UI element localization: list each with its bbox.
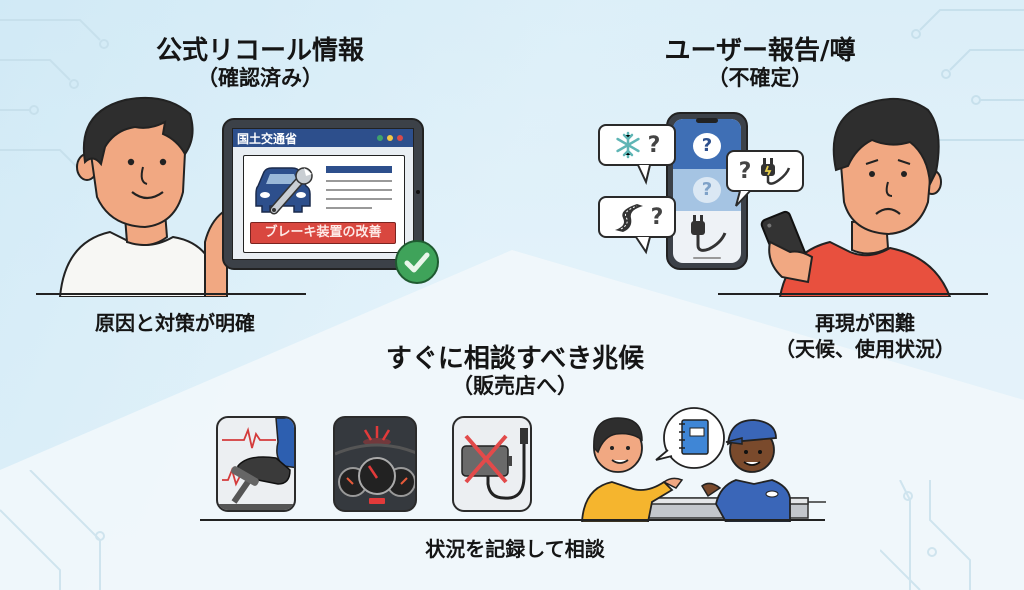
person-worried-illustration (760, 97, 952, 297)
symptom-tile-charger-failure (452, 416, 532, 512)
question-mark: ? (738, 158, 752, 184)
home-indicator (693, 257, 721, 259)
headline-bar (326, 166, 392, 173)
center-panel-caption: 状況を記録して相談 (425, 537, 605, 561)
right-panel-title: ユーザー報告/噂 (664, 36, 856, 66)
circuit-decoration-bottom-right (880, 480, 971, 590)
recall-banner: ブレーキ装置の改善 (250, 222, 396, 244)
center-panel-title: すぐに相談すべき兆候 (385, 344, 645, 374)
center-panel-heading: すぐに相談すべき兆候 （販売店へ） (320, 344, 710, 398)
website-header: 国土交通省 (233, 129, 413, 147)
circuit-decoration-bottom-left (0, 470, 105, 590)
center-panel-subtitle: （販売店へ） (452, 374, 578, 398)
tablet-screen: 国土交通省 ブレーキ装置の改善 (232, 128, 414, 260)
text-line (326, 189, 392, 191)
symptom-tile-warning-light (333, 416, 417, 512)
text-line (326, 198, 392, 200)
smartphone-device: ? ? (666, 112, 748, 270)
speech-bubble-charging: ? (726, 150, 804, 192)
left-panel-divider (36, 293, 306, 295)
recall-notice-card: ブレーキ装置の改善 (243, 155, 405, 253)
charger-cross-icon (461, 428, 528, 500)
right-panel-heading: ユーザー報告/噂 （不確定） (610, 36, 910, 90)
tablet-device: 国土交通省 ブレーキ装置の改善 (222, 118, 424, 270)
left-panel-heading: 公式リコール情報 （確認済み） (110, 36, 410, 90)
speech-bubble-weather: ? (598, 124, 676, 166)
dashboard-warning-icon (335, 426, 415, 504)
question-mark: ? (650, 204, 664, 230)
website-header-text: 国土交通省 (237, 132, 298, 146)
phone-notch (696, 118, 718, 123)
plug-icon (691, 215, 727, 252)
symptom-tile-brake-vibration (216, 416, 296, 512)
text-line (326, 180, 392, 182)
window-dot-green-icon (377, 135, 383, 141)
right-panel-caption-line2: （天候、使用状況） (775, 337, 955, 361)
tablet-camera (416, 190, 420, 194)
left-panel-subtitle: （確認済み） (197, 66, 323, 90)
text-line (326, 207, 372, 209)
question-bubble-icon: ? (693, 133, 721, 159)
plug-icon (761, 158, 791, 185)
winding-road-icon (614, 204, 643, 232)
person-confident-illustration (58, 96, 233, 297)
circuit-decoration-top-left (0, 19, 109, 171)
center-panel-divider (200, 519, 825, 521)
verified-checkmark-icon (395, 240, 439, 284)
right-panel-caption: 再現が困難 （天候、使用状況） (740, 310, 990, 362)
dealer-consultation-illustration (581, 407, 826, 522)
right-panel-subtitle: （不確定） (707, 66, 813, 90)
phone-message-1: ? (673, 119, 741, 169)
right-panel-divider (718, 293, 988, 295)
pedal-vibration-icon (218, 418, 294, 510)
question-mark: ? (647, 132, 661, 158)
car-wrench-icon (255, 167, 313, 215)
snowflake-icon (615, 131, 640, 159)
window-dot-red-icon (397, 135, 403, 141)
question-bubble-faded-icon: ? (693, 177, 721, 203)
window-dot-yellow-icon (387, 135, 393, 141)
left-panel-title: 公式リコール情報 (155, 36, 364, 66)
phone-screen: ? ? (673, 119, 741, 263)
bubble-tails (635, 164, 751, 255)
right-panel-caption-line1: 再現が困難 (815, 311, 915, 335)
speech-bubble-road: ? (598, 196, 676, 238)
left-panel-caption: 原因と対策が明確 (95, 311, 255, 335)
